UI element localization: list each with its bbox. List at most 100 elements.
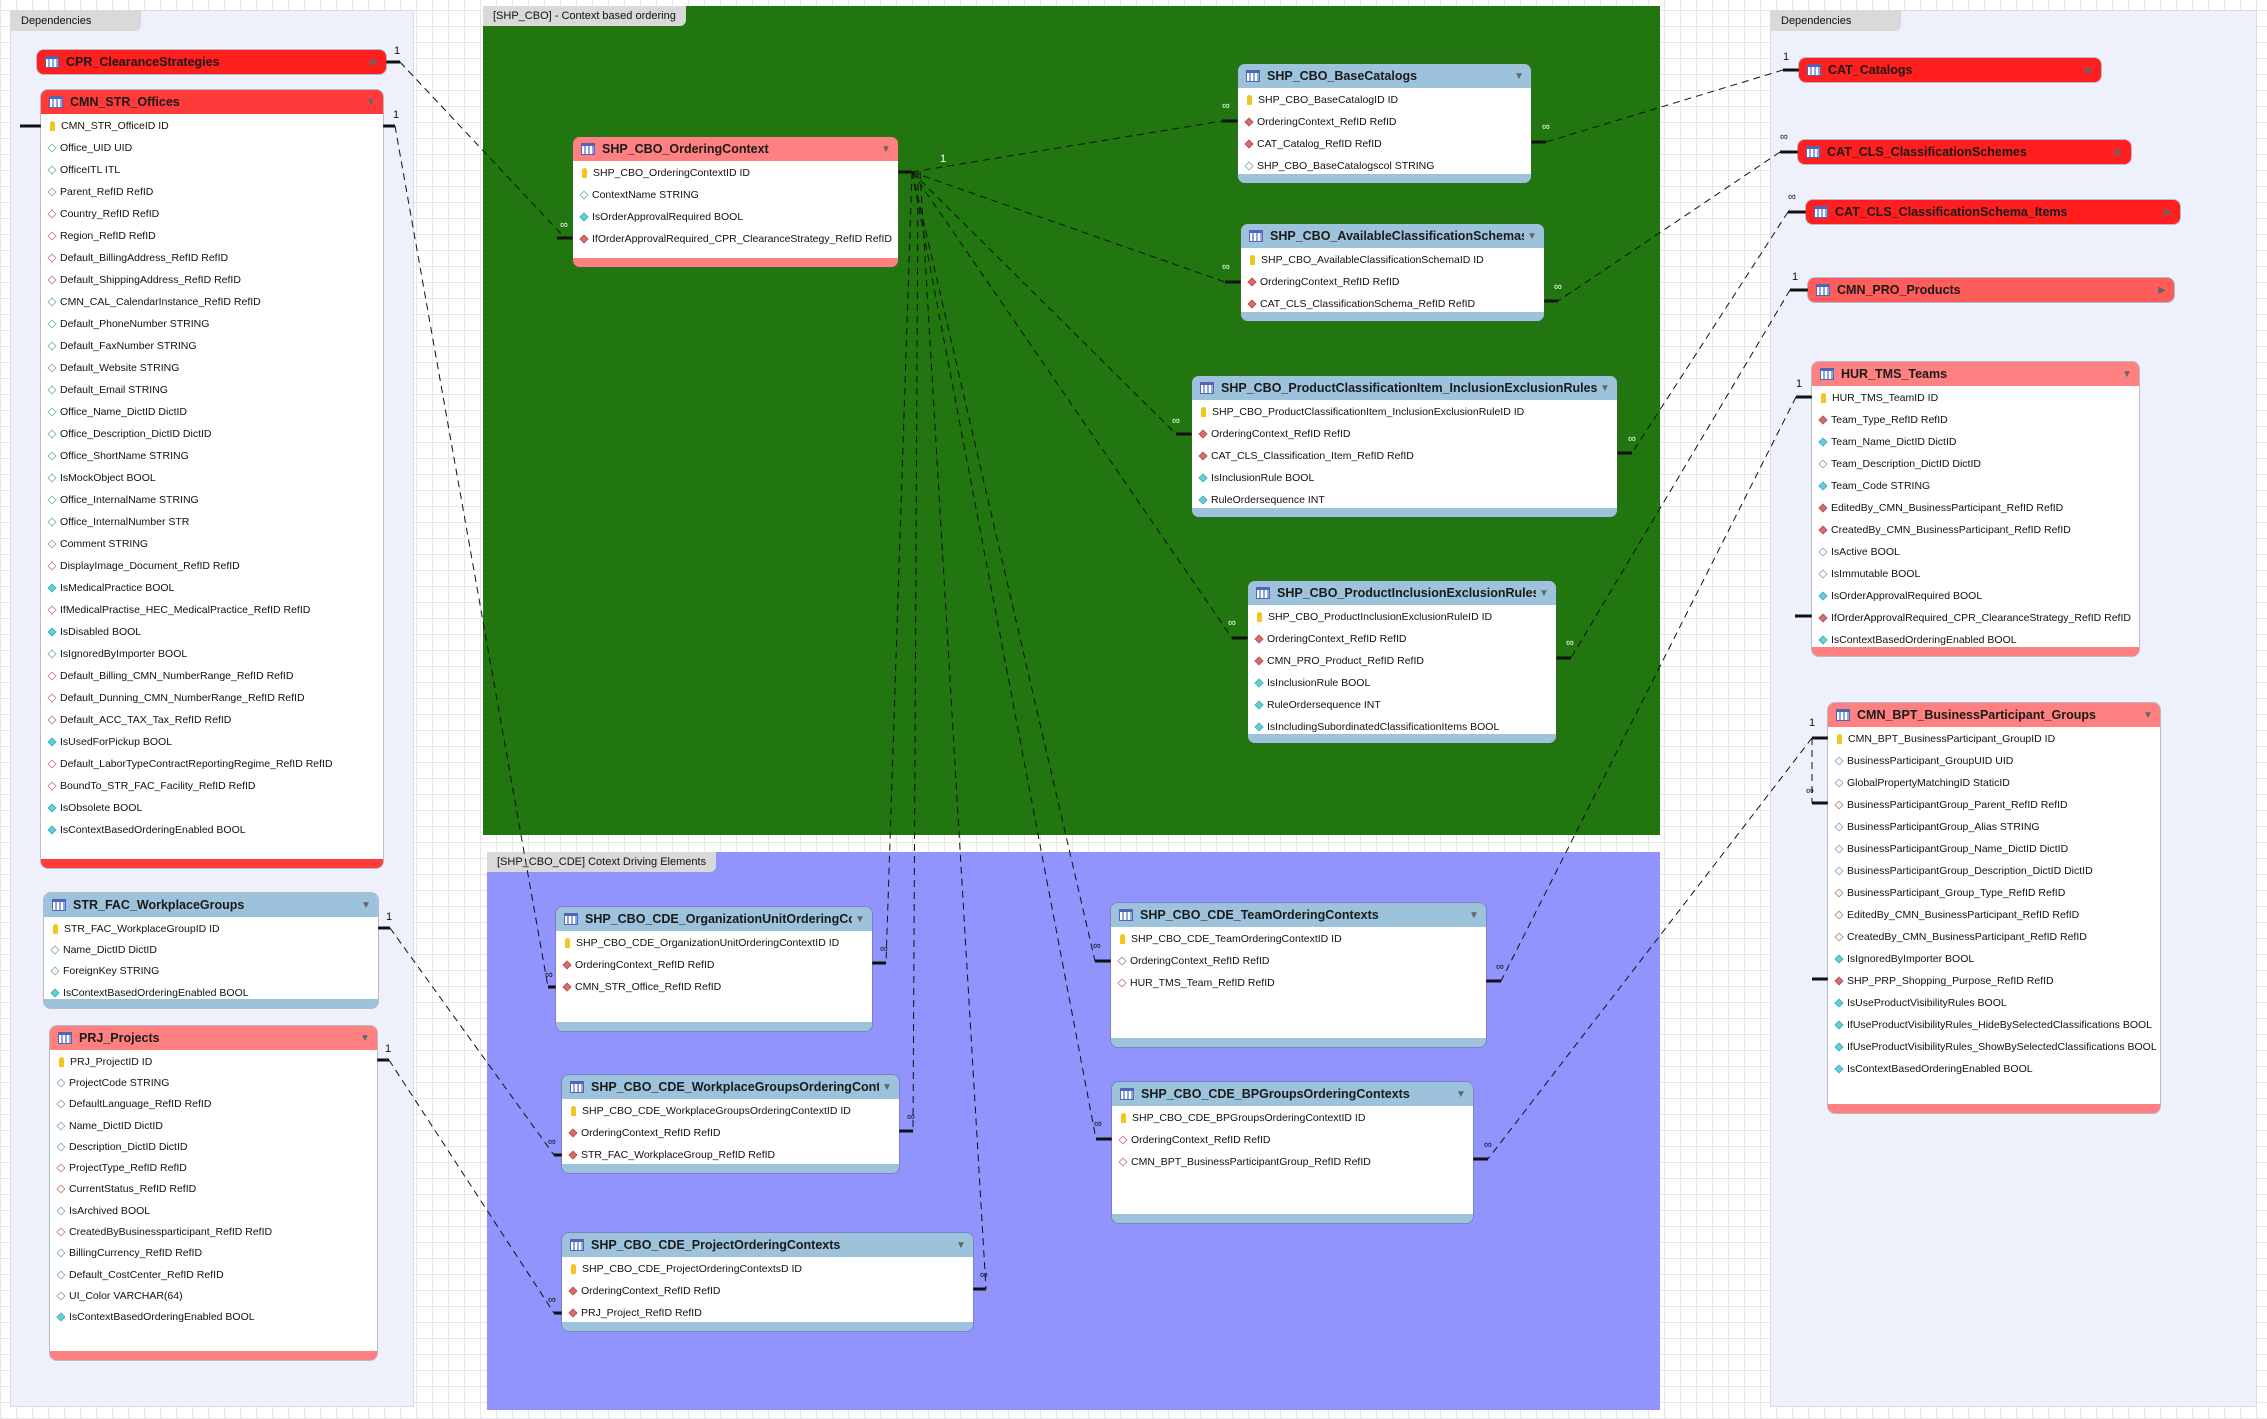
- column-row[interactable]: ContextName STRING: [573, 184, 898, 206]
- column-row[interactable]: BusinessParticipantGroup_Name_DictID Dic…: [1828, 838, 2160, 860]
- column-row[interactable]: RuleOrdersequence INT: [1192, 489, 1617, 511]
- column-row[interactable]: CreatedBy_CMN_BusinessParticipant_RefID …: [1812, 519, 2139, 541]
- column-row[interactable]: SHP_CBO_AvailableClassificationSchemaID …: [1241, 249, 1544, 271]
- collapse-arrow-icon[interactable]: ▼: [1469, 909, 1479, 921]
- column-row[interactable]: CMN_BPT_BusinessParticipantGroup_RefID R…: [1112, 1151, 1473, 1173]
- column-row[interactable]: IsOrderApprovalRequired BOOL: [573, 206, 898, 228]
- table-header[interactable]: SHP_CBO_CDE_TeamOrderingContexts▼: [1111, 903, 1486, 927]
- column-row[interactable]: Default_FaxNumber STRING: [41, 335, 383, 357]
- collapse-arrow-icon[interactable]: ▼: [366, 96, 376, 108]
- collapse-arrow-icon[interactable]: ▼: [1527, 230, 1537, 242]
- column-row[interactable]: Parent_RefID RefID: [41, 181, 383, 203]
- column-row[interactable]: IsActive BOOL: [1812, 541, 2139, 563]
- column-row[interactable]: IsContextBasedOrderingEnabled BOOL: [1828, 1058, 2160, 1080]
- column-row[interactable]: IsMockObject BOOL: [41, 467, 383, 489]
- column-row[interactable]: Office_ShortName STRING: [41, 445, 383, 467]
- column-row[interactable]: IsOrderApprovalRequired BOOL: [1812, 585, 2139, 607]
- collapse-arrow-icon[interactable]: ▼: [2122, 368, 2132, 380]
- table-pcier[interactable]: SHP_CBO_ProductClassificationItem_Inclus…: [1192, 376, 1617, 517]
- column-row[interactable]: EditedBy_CMN_BusinessParticipant_RefID R…: [1812, 497, 2139, 519]
- table-wpgoc[interactable]: SHP_CBO_CDE_WorkplaceGroupsOrderingConte…: [562, 1075, 899, 1173]
- column-row[interactable]: Default_ShippingAddress_RefID RefID: [41, 269, 383, 291]
- column-row[interactable]: IsImmutable BOOL: [1812, 563, 2139, 585]
- column-row[interactable]: IfUseProductVisibilityRules_ShowBySelect…: [1828, 1036, 2160, 1058]
- collapse-arrow-icon[interactable]: ▼: [882, 1081, 892, 1093]
- expand-arrow-icon[interactable]: ▶: [2164, 206, 2172, 218]
- column-row[interactable]: Office_Description_DictID DictID: [41, 423, 383, 445]
- column-row[interactable]: OrderingContext_RefID RefID: [1112, 1129, 1473, 1151]
- column-row[interactable]: Default_Billing_CMN_NumberRange_RefID Re…: [41, 665, 383, 687]
- table-cpr[interactable]: CPR_ClearanceStrategies▶: [37, 50, 386, 74]
- column-row[interactable]: BusinessParticipant_Group_Type_RefID Ref…: [1828, 882, 2160, 904]
- column-row[interactable]: IfMedicalPractise_HEC_MedicalPractice_Re…: [41, 599, 383, 621]
- table-catcat[interactable]: CAT_Catalogs▶: [1799, 58, 2101, 82]
- column-row[interactable]: CAT_Catalog_RefID RefID: [1238, 133, 1531, 155]
- table-header[interactable]: SHP_CBO_OrderingContext▼: [573, 137, 898, 161]
- collapse-arrow-icon[interactable]: ▼: [881, 143, 891, 155]
- column-row[interactable]: SHP_PRP_Shopping_Purpose_RefID RefID: [1828, 970, 2160, 992]
- table-offices[interactable]: CMN_STR_Offices▼CMN_STR_OfficeID ID Offic…: [41, 90, 383, 868]
- table-header[interactable]: CMN_BPT_BusinessParticipant_Groups▼: [1828, 703, 2160, 727]
- collapse-arrow-icon[interactable]: ▼: [360, 1032, 370, 1044]
- column-row[interactable]: Default_BillingAddress_RefID RefID: [41, 247, 383, 269]
- column-row[interactable]: PRJ_ProjectID ID: [50, 1051, 377, 1072]
- column-row[interactable]: CAT_CLS_ClassificationSchema_RefID RefID: [1241, 293, 1544, 315]
- column-row[interactable]: CMN_STR_OfficeID ID: [41, 115, 383, 137]
- column-row[interactable]: Office_Name_DictID DictID: [41, 401, 383, 423]
- column-row[interactable]: OfficeITL ITL: [41, 159, 383, 181]
- collapse-arrow-icon[interactable]: ▼: [1600, 382, 1610, 394]
- column-row[interactable]: Comment STRING: [41, 533, 383, 555]
- table-catschemes[interactable]: CAT_CLS_ClassificationSchemes▶: [1798, 140, 2131, 164]
- collapse-arrow-icon[interactable]: ▼: [1514, 70, 1524, 82]
- column-row[interactable]: IsContextBasedOrderingEnabled BOOL: [1812, 629, 2139, 651]
- collapse-arrow-icon[interactable]: ▼: [956, 1239, 966, 1251]
- column-row[interactable]: SHP_CBO_CDE_ProjectOrderingContextsD ID: [562, 1258, 973, 1280]
- column-row[interactable]: IfUseProductVisibilityRules_HideBySelect…: [1828, 1014, 2160, 1036]
- column-row[interactable]: IfOrderApprovalRequired_CPR_ClearanceStr…: [1812, 607, 2139, 629]
- table-header[interactable]: STR_FAC_WorkplaceGroups▼: [44, 893, 378, 917]
- column-row[interactable]: CAT_CLS_Classification_Item_RefID RefID: [1192, 445, 1617, 467]
- table-bpg[interactable]: CMN_BPT_BusinessParticipant_Groups▼CMN_B…: [1828, 703, 2160, 1113]
- column-row[interactable]: BusinessParticipantGroup_Description_Dic…: [1828, 860, 2160, 882]
- column-row[interactable]: CMN_BPT_BusinessParticipant_GroupID ID: [1828, 728, 2160, 750]
- column-row[interactable]: SHP_CBO_OrderingContextID ID: [573, 162, 898, 184]
- column-row[interactable]: Default_CostCenter_RefID RefID: [50, 1264, 377, 1285]
- column-row[interactable]: IsUseProductVisibilityRules BOOL: [1828, 992, 2160, 1014]
- column-row[interactable]: STR_FAC_WorkplaceGroup_RefID RefID: [562, 1144, 899, 1166]
- column-row[interactable]: SHP_CBO_ProductInclusionExclusionRuleID …: [1248, 606, 1556, 628]
- column-row[interactable]: Default_LaborTypeContractReportingRegime…: [41, 753, 383, 775]
- expand-arrow-icon[interactable]: ▶: [2158, 284, 2166, 296]
- column-row[interactable]: SHP_CBO_BaseCatalogscol STRING: [1238, 155, 1531, 177]
- table-bpgoc[interactable]: SHP_CBO_CDE_BPGroupsOrderingContexts▼SHP…: [1112, 1082, 1473, 1223]
- column-row[interactable]: Region_RefID RefID: [41, 225, 383, 247]
- column-row[interactable]: IsDisabled BOOL: [41, 621, 383, 643]
- table-header[interactable]: SHP_CBO_BaseCatalogs▼: [1238, 64, 1531, 88]
- table-header[interactable]: CMN_STR_Offices▼: [41, 90, 383, 114]
- column-row[interactable]: DefaultLanguage_RefID RefID: [50, 1094, 377, 1115]
- column-row[interactable]: BillingCurrency_RefID RefID: [50, 1243, 377, 1264]
- column-row[interactable]: BusinessParticipant_GroupUID UID: [1828, 750, 2160, 772]
- collapse-arrow-icon[interactable]: ▼: [2143, 709, 2153, 721]
- table-header[interactable]: SHP_CBO_CDE_WorkplaceGroupsOrderingConte…: [562, 1075, 899, 1099]
- column-row[interactable]: IsArchived BOOL: [50, 1200, 377, 1221]
- column-row[interactable]: ProjectType_RefID RefID: [50, 1157, 377, 1178]
- table-pier[interactable]: SHP_CBO_ProductInclusionExclusionRules▼S…: [1248, 581, 1556, 743]
- column-row[interactable]: Team_Description_DictID DictID: [1812, 453, 2139, 475]
- column-row[interactable]: BusinessParticipantGroup_Alias STRING: [1828, 816, 2160, 838]
- table-header[interactable]: SHP_CBO_CDE_ProjectOrderingContexts▼: [562, 1233, 973, 1257]
- column-row[interactable]: BoundTo_STR_FAC_Facility_RefID RefID: [41, 775, 383, 797]
- column-row[interactable]: PRJ_Project_RefID RefID: [562, 1302, 973, 1324]
- column-row[interactable]: Default_Website STRING: [41, 357, 383, 379]
- column-row[interactable]: Default_PhoneNumber STRING: [41, 313, 383, 335]
- table-orgunit[interactable]: SHP_CBO_CDE_OrganizationUnitOrderingCon.…: [556, 907, 872, 1031]
- table-teamoc[interactable]: SHP_CBO_CDE_TeamOrderingContexts▼SHP_CBO…: [1111, 903, 1486, 1047]
- column-row[interactable]: OrderingContext_RefID RefID: [1192, 423, 1617, 445]
- table-header[interactable]: CAT_Catalogs▶: [1799, 58, 2101, 82]
- column-row[interactable]: Default_ACC_TAX_Tax_RefID RefID: [41, 709, 383, 731]
- column-row[interactable]: IfOrderApprovalRequired_CPR_ClearanceStr…: [573, 228, 898, 250]
- table-header[interactable]: SHP_CBO_CDE_BPGroupsOrderingContexts▼: [1112, 1082, 1473, 1106]
- column-row[interactable]: SHP_CBO_CDE_OrganizationUnitOrderingCont…: [556, 932, 872, 954]
- table-strfac[interactable]: STR_FAC_WorkplaceGroups▼STR_FAC_Workplac…: [44, 893, 378, 1008]
- column-row[interactable]: SHP_CBO_CDE_WorkplaceGroupsOrderingConte…: [562, 1100, 899, 1122]
- expand-arrow-icon[interactable]: ▶: [2115, 146, 2123, 158]
